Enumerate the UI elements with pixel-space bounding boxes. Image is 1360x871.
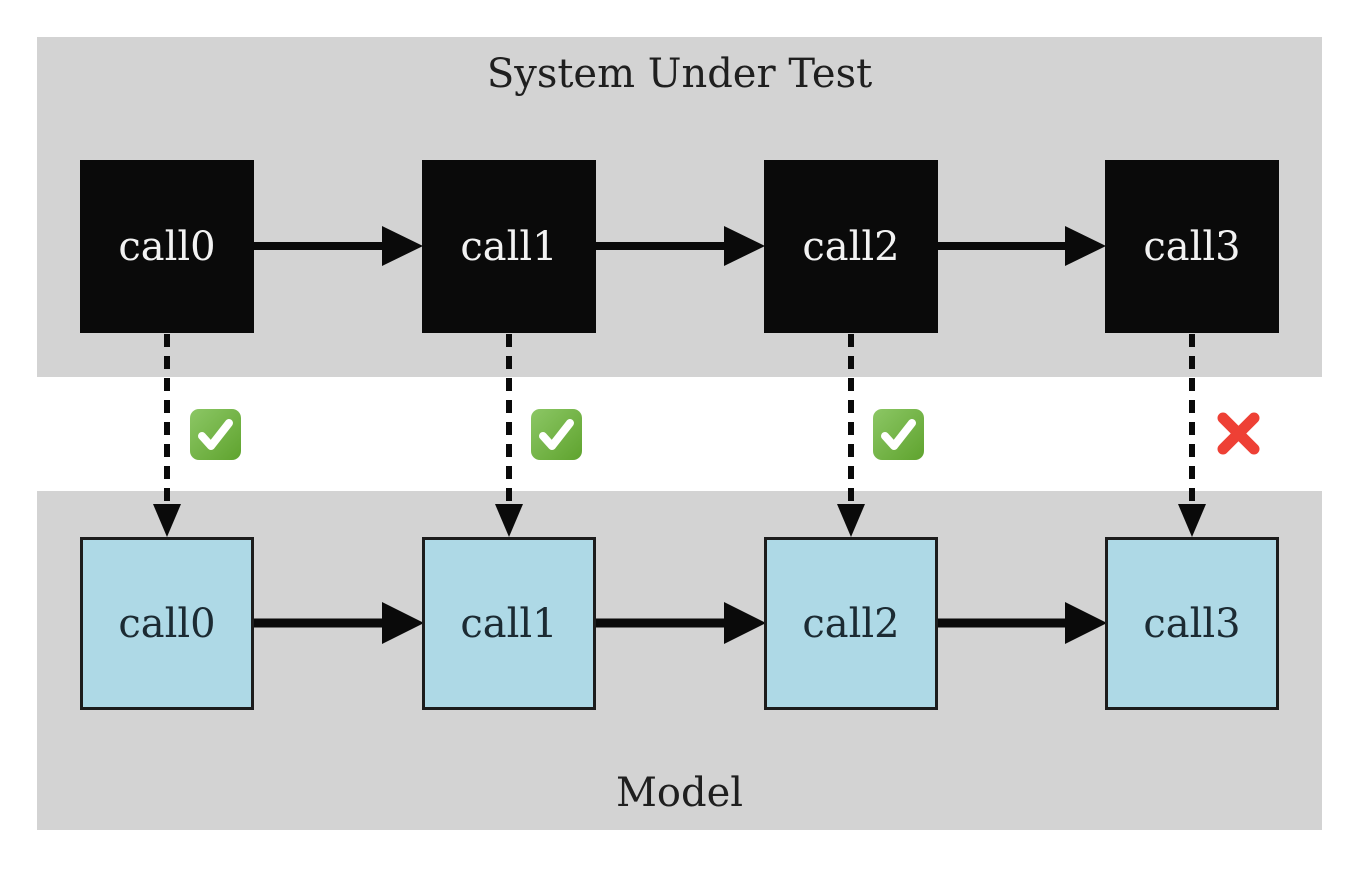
sut-node-call0: call0	[80, 160, 254, 333]
cross-mark-icon	[1217, 412, 1260, 455]
comparison-result-call1	[531, 409, 582, 460]
sut-band-title: System Under Test	[486, 51, 873, 97]
sut-node-call2: call2	[764, 160, 938, 333]
sut-node-call3: call3	[1105, 160, 1279, 333]
model-node-call2: call2	[764, 537, 938, 710]
model-band-title: Model	[615, 770, 744, 816]
comparison-result-call0	[190, 409, 241, 460]
sut-node-call1: call1	[422, 160, 596, 333]
check-mark-button-icon	[873, 409, 924, 460]
check-mark-button-icon	[531, 409, 582, 460]
model-node-call3: call3	[1105, 537, 1279, 710]
model-node-call1: call1	[422, 537, 596, 710]
check-mark-button-icon	[190, 409, 241, 460]
comparison-result-call3	[1212, 407, 1265, 460]
comparison-result-call2	[873, 409, 924, 460]
model-node-call0: call0	[80, 537, 254, 710]
